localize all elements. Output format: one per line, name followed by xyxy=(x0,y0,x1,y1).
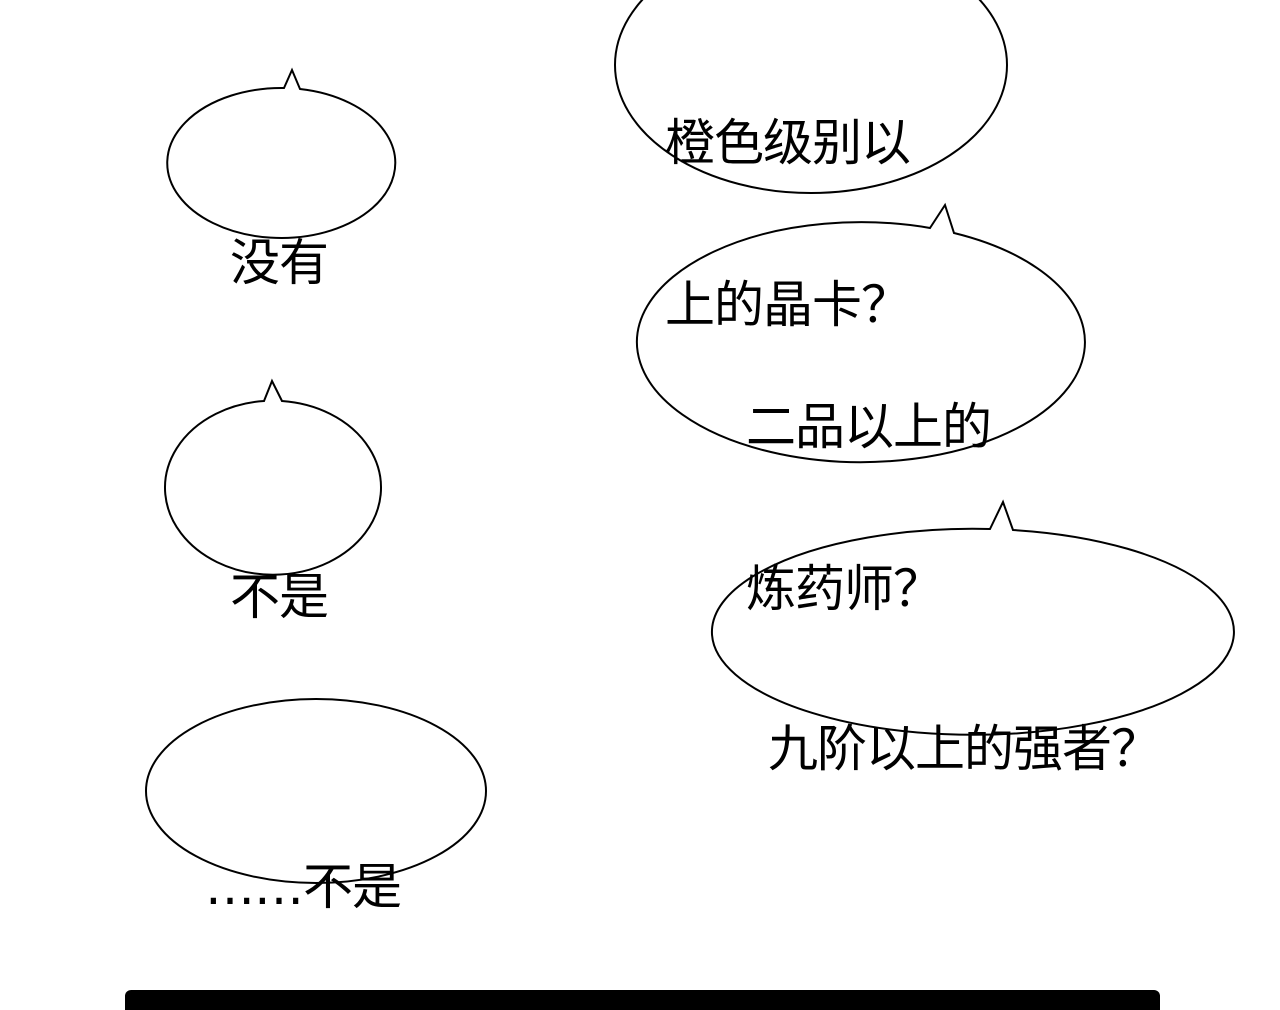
bubble-line: ……不是 xyxy=(205,858,402,916)
speech-bubble-b4 xyxy=(164,378,382,576)
bubble-text-b6: ……不是 xyxy=(205,752,402,968)
panel-border-bottom xyxy=(125,990,1160,1010)
bubble-text-b3: 二品以上的 炼药师？ xyxy=(746,292,992,670)
speech-bubble-b6 xyxy=(145,698,487,884)
bubble-line: 炼药师？ xyxy=(746,560,943,618)
bubble-text-b1: 橙色级别以 上的晶卡？ xyxy=(665,8,911,386)
bubble-line: 上的晶卡？ xyxy=(665,276,911,334)
speech-bubble-b2 xyxy=(166,67,397,239)
bubble-text-b2: 没有 xyxy=(230,128,329,344)
bubble-line: 九阶以上的强者？ xyxy=(768,720,1161,778)
speech-bubble-b3 xyxy=(635,202,1086,464)
bubble-text-b4: 不是 xyxy=(230,462,329,678)
bubble-line: 二品以上的 xyxy=(746,398,992,456)
bubble-text-b5: 九阶以上的强者？ xyxy=(768,614,1161,830)
bubble-line: 不是 xyxy=(230,568,329,626)
bubble-line: 橙色级别以 xyxy=(665,114,911,172)
speech-bubble-b1 xyxy=(614,0,1008,194)
speech-bubble-b5 xyxy=(710,499,1235,736)
bubble-line: 没有 xyxy=(230,234,329,292)
